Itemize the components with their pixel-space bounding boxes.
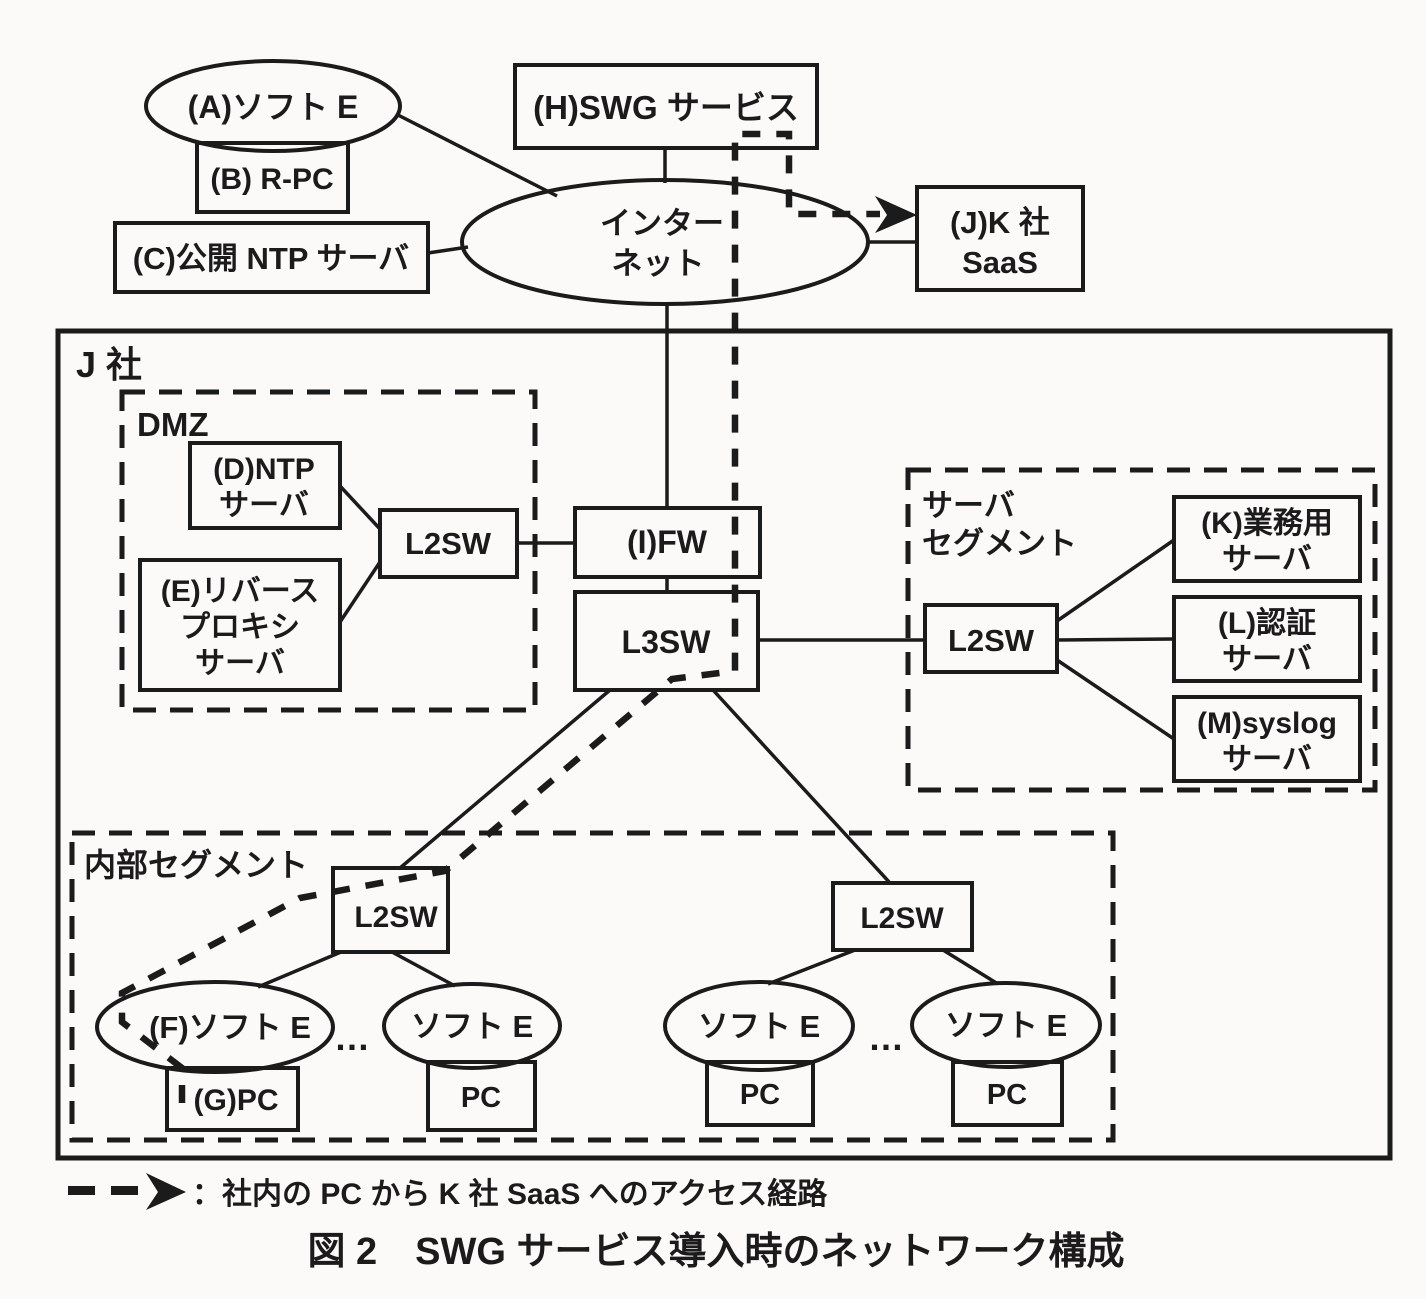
dmz-l2sw-label: L2SW xyxy=(405,526,492,561)
swg-service-label: (H)SWG サービス xyxy=(533,89,799,126)
internet-label-line2: ネット xyxy=(612,246,705,281)
link-internal-l2sw-left-softe-f xyxy=(257,950,342,989)
ntp-server-label-line2: サーバ xyxy=(219,489,309,522)
legend-dash-1 xyxy=(68,1186,95,1195)
link-rproxy-dmz-l2sw xyxy=(338,561,382,623)
soft-e-c-node xyxy=(663,980,855,1072)
server-segment-label-line2: セグメント xyxy=(922,526,1077,561)
syslog-server-label-line1: (M)syslog xyxy=(1197,707,1337,740)
connections xyxy=(257,113,1175,989)
l3sw-node xyxy=(573,590,760,692)
legend-text: ：社内の PC から K 社 SaaS へのアクセス経路 xyxy=(192,1177,828,1211)
pc-c-label: PC xyxy=(740,1079,780,1111)
internal-l2sw-left-node xyxy=(331,866,450,954)
soft-e-d-label: ソフト E xyxy=(945,1008,1067,1043)
public-ntp-node xyxy=(113,221,430,294)
ntp-server-label-line1: (D)NTP xyxy=(213,453,315,486)
link-server-l2sw-auth xyxy=(1056,637,1175,642)
j-company-label: J 社 xyxy=(76,344,142,385)
soft-e-b-label: ソフト E xyxy=(411,1009,533,1044)
public-ntp-label: (C)公開 NTP サーバ xyxy=(133,241,409,276)
legend-arrowhead xyxy=(146,1173,186,1210)
link-internal-l2sw-left-softe-b xyxy=(391,950,456,988)
ellipsis-left: … xyxy=(334,1017,370,1058)
pc-g-node xyxy=(165,1066,300,1132)
soft-e-c-label: ソフト E xyxy=(698,1009,820,1044)
swg-service-node xyxy=(513,63,819,150)
soft-e-f-label: (F)ソフト E xyxy=(149,1010,311,1045)
soft-e-a-label: (A)ソフト E xyxy=(188,89,359,125)
internal-l2sw-right-node xyxy=(831,881,974,952)
reverse-proxy-label-line1: (E)リバース xyxy=(161,575,320,608)
internal-l2sw-right-label: L2SW xyxy=(860,902,944,935)
legend-row: ：社内の PC から K 社 SaaS へのアクセス経路 xyxy=(68,1173,828,1211)
ellipsis-right: … xyxy=(868,1017,904,1058)
fw-label: (I)FW xyxy=(627,524,708,560)
server-segment-region xyxy=(905,467,1378,793)
pc-b-node xyxy=(426,1060,537,1132)
internal-segment-area: 内部セグメント L2SW L2SW (F)ソフト E ソフト E ソフト E ソ… xyxy=(69,830,1116,1143)
soft-e-a-node xyxy=(144,59,402,153)
link-ntpd-dmz-l2sw xyxy=(338,484,382,531)
pc-d-node xyxy=(951,1060,1064,1127)
internal-l2sw-left-label: L2SW xyxy=(354,901,438,934)
access-route xyxy=(118,130,917,1103)
server-l2sw-label: L2SW xyxy=(948,623,1035,658)
access-route-arrowhead xyxy=(875,196,917,233)
server-l2sw-node xyxy=(923,603,1059,674)
server-segment-area: サーバ セグメント L2SW (K)業務用 サーバ (L)認証 サーバ (M)s… xyxy=(905,467,1378,793)
pc-d-label: PC xyxy=(987,1079,1027,1111)
dmz-l2sw-node xyxy=(378,508,519,579)
legend-dash-2 xyxy=(111,1186,138,1195)
soft-e-f-node xyxy=(95,980,335,1074)
business-server-label-line2: サーバ xyxy=(1222,543,1312,576)
business-server-label-line1: (K)業務用 xyxy=(1201,506,1333,540)
business-server-node xyxy=(1172,495,1362,583)
reverse-proxy-label-line2: プロキシ xyxy=(180,611,300,644)
link-server-l2sw-business xyxy=(1056,538,1175,623)
pc-b-label: PC xyxy=(461,1082,501,1114)
j-company-area: J 社 xyxy=(55,328,1393,1161)
server-segment-label-line1: サーバ xyxy=(922,488,1015,523)
auth-server-label-line1: (L)認証 xyxy=(1218,606,1316,640)
external-area: (A)ソフト E (B) R-PC (C)公開 NTP サーバ (H)SWG サ… xyxy=(113,59,1085,306)
soft-e-b-node xyxy=(382,982,562,1070)
internal-segment-label: 内部セグメント xyxy=(84,847,308,883)
r-pc-node xyxy=(195,141,350,214)
l3sw-label: L3SW xyxy=(622,624,712,660)
ntp-server-node xyxy=(188,441,342,530)
soft-e-d-node xyxy=(910,981,1102,1069)
internal-segment-region xyxy=(69,830,1116,1143)
r-pc-label: (B) R-PC xyxy=(210,163,333,196)
dmz-area: DMZ (D)NTP サーバ (E)リバース プロキシ サーバ L2SW xyxy=(119,389,538,713)
link-l3sw-internal-l2sw-left xyxy=(398,688,612,870)
core-area: (I)FW L3SW xyxy=(573,506,762,692)
link-internal-l2sw-right-softe-c xyxy=(767,948,856,986)
auth-server-node xyxy=(1172,595,1362,683)
link-l3sw-internal-l2sw-right xyxy=(711,688,892,885)
fw-node xyxy=(573,506,762,579)
figure-caption: 図 2 SWG サービス導入時のネットワーク構成 xyxy=(307,1231,1124,1273)
syslog-server-label-line2: サーバ xyxy=(1222,743,1312,776)
link-server-l2sw-syslog xyxy=(1056,658,1175,741)
reverse-proxy-node xyxy=(138,558,342,692)
k-saas-label-line2: SaaS xyxy=(962,245,1038,280)
auth-server-label-line2: サーバ xyxy=(1222,643,1312,676)
internet-node xyxy=(460,178,870,306)
k-saas-label-line1: (J)K 社 xyxy=(950,205,1050,240)
k-saas-node xyxy=(915,185,1085,292)
link-softe-a-internet xyxy=(397,113,558,198)
internet-label-line1: インター xyxy=(600,206,724,241)
j-company-border xyxy=(55,328,1393,1161)
syslog-server-node xyxy=(1172,695,1362,783)
dashed-arrow-icon xyxy=(68,1173,186,1210)
dmz-region xyxy=(119,389,538,713)
pc-g-label: (G)PC xyxy=(194,1084,279,1117)
link-internal-l2sw-right-softe-d xyxy=(942,948,999,986)
pc-c-node xyxy=(705,1060,815,1127)
dmz-label: DMZ xyxy=(137,406,208,443)
reverse-proxy-label-line3: サーバ xyxy=(195,647,285,680)
